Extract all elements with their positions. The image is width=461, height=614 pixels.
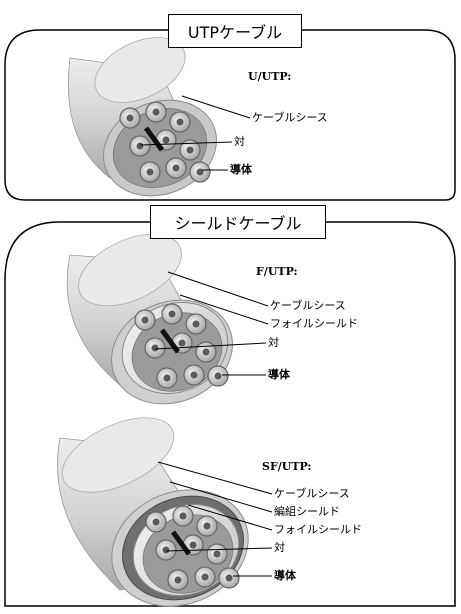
sfutp-label-braid: 編組シールド xyxy=(274,505,340,518)
shielded-panel-title: シールドケーブル xyxy=(150,205,326,239)
futp-label-pair: 対 xyxy=(268,336,279,349)
utp-leader-lines xyxy=(139,95,251,171)
sfutp-label-foil: フォイルシールド xyxy=(274,523,362,536)
utp-label-sheath: ケーブルシース xyxy=(252,111,328,124)
sfutp-leader-lines xyxy=(157,461,273,577)
futp-cable-type: F/UTP: xyxy=(256,265,298,278)
utp-panel-title: UTPケーブル xyxy=(168,14,302,48)
shielded-panel-frame xyxy=(4,221,456,607)
utp-cable-illustration xyxy=(67,37,217,197)
sfutp-cable-type: SF/UTP: xyxy=(262,460,312,473)
sfutp-label-sheath: ケーブルシース xyxy=(274,487,350,500)
futp-label-sheath: ケーブルシース xyxy=(270,299,346,312)
utp-label-conductor: 導体 xyxy=(230,163,252,176)
sfutp-label-pair: 対 xyxy=(274,541,285,554)
sfutp-label-conductor: 導体 xyxy=(274,569,296,582)
utp-label-pair: 対 xyxy=(234,135,245,148)
utp-panel-frame xyxy=(4,29,456,201)
futp-label-conductor: 導体 xyxy=(268,368,290,381)
sfutp-cable-illustration xyxy=(57,417,249,607)
utp-cable-type: U/UTP: xyxy=(248,70,292,83)
futp-label-foil: フォイルシールド xyxy=(270,317,358,330)
futp-cable-illustration xyxy=(66,233,233,405)
futp-leader-lines xyxy=(154,271,269,376)
